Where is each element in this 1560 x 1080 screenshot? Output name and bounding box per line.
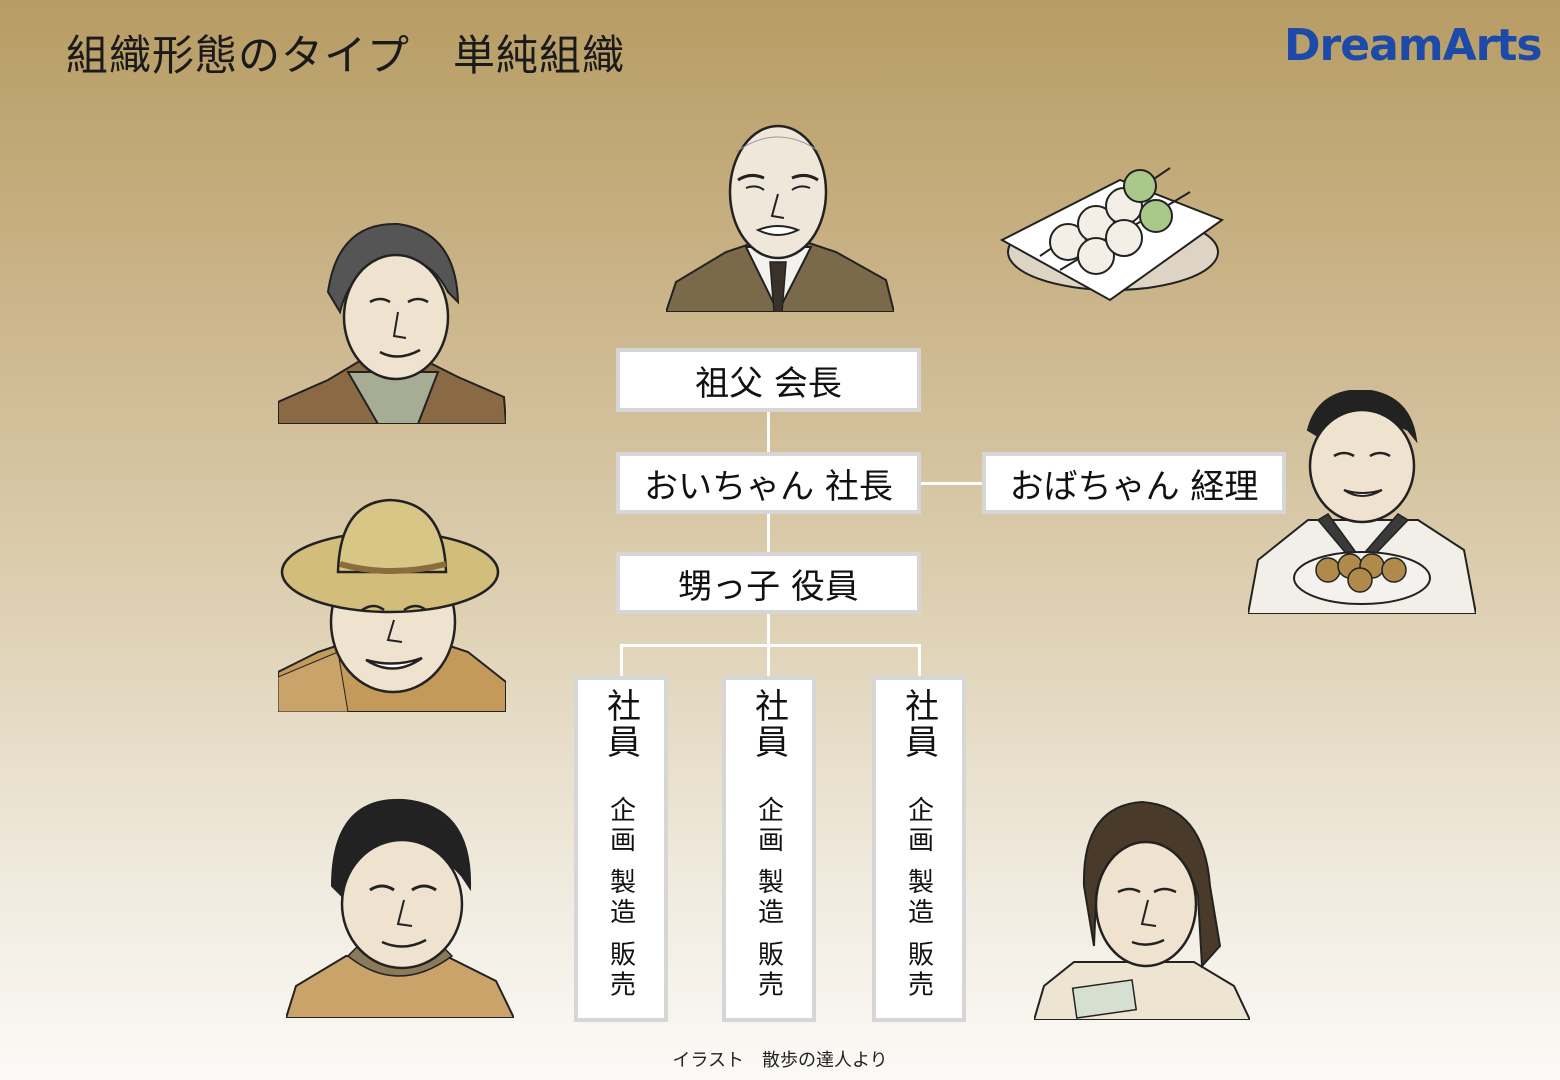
employee-label: 社員 xyxy=(748,688,789,760)
employee-label: 社員 xyxy=(600,688,641,760)
dango-illustration xyxy=(1000,167,1225,302)
woman-illustration xyxy=(1034,800,1250,1020)
connector-chairman-president xyxy=(767,410,770,454)
employee-duties: 企画 製造 販売 xyxy=(903,796,934,1001)
connector-director-branch xyxy=(767,612,770,646)
connector-president-director xyxy=(767,512,770,556)
grandfather-illustration xyxy=(666,124,894,312)
employee-box: 社員 企画 製造 販売 xyxy=(872,676,966,1022)
connector-president-accountant xyxy=(918,482,984,485)
employee-duties: 企画 製造 販売 xyxy=(605,796,636,1001)
employee-box: 社員 企画 製造 販売 xyxy=(722,676,816,1022)
employee-label: 社員 xyxy=(898,688,939,760)
aunt-illustration xyxy=(1248,390,1476,614)
director-box: 甥っ子 役員 xyxy=(616,552,921,614)
nephew-illustration xyxy=(286,798,514,1018)
connector-employee-3 xyxy=(918,644,921,678)
hat-man-illustration xyxy=(278,498,506,712)
connector-employee-2 xyxy=(767,644,770,678)
connector-employee-1 xyxy=(620,644,623,678)
chairman-box: 祖父 会長 xyxy=(616,348,921,412)
employee-box: 社員 企画 製造 販売 xyxy=(574,676,668,1022)
page-title: 組織形態のタイプ 単純組織 xyxy=(66,31,626,80)
connector-horizontal-branch xyxy=(620,644,921,647)
employee-duties: 企画 製造 販売 xyxy=(753,796,784,1001)
president-box: おいちゃん 社長 xyxy=(616,452,921,514)
accountant-box: おばちゃん 経理 xyxy=(982,452,1286,514)
dreamarts-logo: DreamArts xyxy=(1284,20,1543,71)
illustration-credit: イラスト 散歩の達人より xyxy=(672,1050,888,1071)
man-illustration xyxy=(278,222,506,424)
